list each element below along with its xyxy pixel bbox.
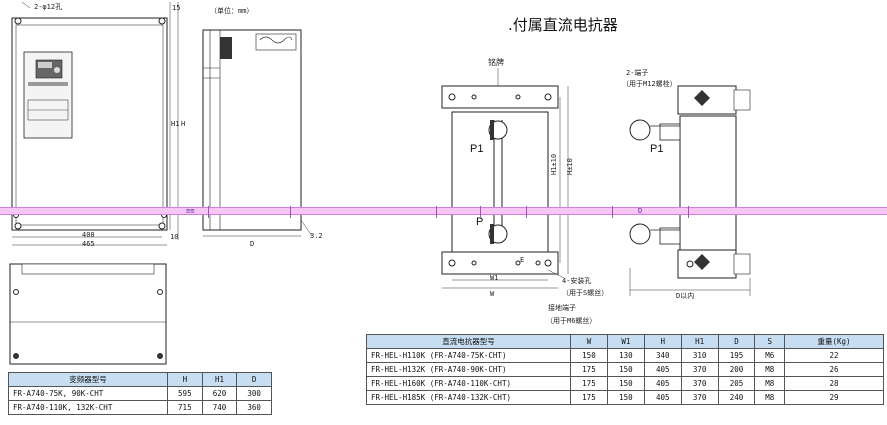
highlight-band: ≡≡ D (0, 206, 887, 218)
mount-holes-label: 4-安装孔 (562, 277, 592, 285)
dim-h1-10: H1±10 (550, 153, 558, 175)
p1-label: P1 (470, 143, 484, 155)
dim-15: 15 (172, 4, 181, 12)
reactor-h: 405 (643, 362, 682, 377)
reactor-side-view (620, 68, 760, 308)
inverter-model: FR-A740-75K, 90K-CHT (8, 386, 168, 401)
table-row: FR-HEL-H185K (FR-A740-132K-CHT) 175 150 … (366, 390, 884, 405)
mount-holes-note: （用于S螺丝） (562, 289, 609, 297)
reactor-h1: 370 (680, 362, 719, 377)
hole-label: 2-φ12孔 (34, 3, 63, 11)
reactor-w1: 150 (606, 390, 645, 405)
inverter-d: 360 (236, 400, 272, 415)
table-row: FR-HEL-H160K (FR-A740-110K-CHT) 175 150 … (366, 376, 884, 391)
reactor-header-w1: W1 (606, 334, 645, 349)
inverter-header-model: 变频器型号 (8, 372, 168, 387)
reactor-h1: 370 (680, 390, 719, 405)
reactor-d: 205 (717, 376, 756, 391)
reactor-w: 175 (570, 390, 608, 405)
reactor-weight: 26 (784, 362, 884, 377)
reactor-s: M8 (754, 376, 785, 391)
nameplate-label: 铭牌 (488, 58, 504, 67)
terminal-note: （用于M12螺栓） (622, 80, 677, 88)
e-mark: E (520, 256, 525, 264)
inverter-h1: 620 (201, 386, 238, 401)
dim-400: 400 (82, 231, 95, 239)
reactor-w: 175 (570, 362, 608, 377)
reactor-w1: 130 (606, 348, 645, 363)
reactor-h: 340 (643, 348, 682, 363)
dim-d-right: D以内 (676, 292, 695, 300)
inverter-table: 变频器型号 H H1 D FR-A740-75K, 90K-CHT 595 62… (8, 372, 272, 415)
inverter-bottom-view (8, 262, 170, 368)
unit-label: （单位：mm） (210, 7, 254, 15)
reactor-s: M8 (754, 390, 785, 405)
reactor-model: FR-HEL-H185K (FR-A740-132K-CHT) (366, 390, 571, 405)
reactor-w: 150 (570, 348, 608, 363)
table-row: FR-A740-110K, 132K-CHT 715 740 360 (8, 400, 272, 415)
p-label: P (476, 216, 484, 228)
dim-h-left: H (181, 120, 186, 128)
inverter-header-d: D (236, 372, 272, 387)
reactor-s: M8 (754, 362, 785, 377)
ground-terminal-note: （用于M6螺丝） (546, 317, 597, 325)
reactor-h1: 310 (680, 348, 719, 363)
reactor-w1: 150 (606, 376, 645, 391)
table-row: FR-HEL-H110K (FR-A740-75K-CHT) 150 130 3… (366, 348, 884, 363)
reactor-model: FR-HEL-H160K (FR-A740-110K-CHT) (366, 376, 571, 391)
reactor-w: 175 (570, 376, 608, 391)
ground-terminal-label: 接地端子 (548, 304, 576, 312)
reactor-header-weight: 重量(Kg) (784, 334, 884, 349)
highlight-mark-d: D (638, 207, 643, 215)
reactor-header-h1: H1 (680, 334, 719, 349)
reactor-weight: 29 (784, 390, 884, 405)
reactor-header-d: D (717, 334, 756, 349)
reactor-weight: 22 (784, 348, 884, 363)
dim-w1: W1 (490, 274, 499, 282)
inverter-header-h1: H1 (201, 372, 238, 387)
reactor-h1: 370 (680, 376, 719, 391)
reactor-header-s: S (754, 334, 785, 349)
table-row: FR-A740-75K, 90K-CHT 595 620 300 (8, 386, 272, 401)
reactor-h: 405 (643, 390, 682, 405)
reactor-d: 240 (717, 390, 756, 405)
inverter-h1: 740 (201, 400, 238, 415)
dim-h-10: H±10 (566, 158, 574, 175)
reactor-w1: 150 (606, 362, 645, 377)
inverter-model: FR-A740-110K, 132K-CHT (8, 400, 168, 415)
dim-10: 10 (170, 233, 179, 241)
reactor-h: 405 (643, 376, 682, 391)
dim-3-2: 3.2 (310, 232, 323, 240)
inverter-h: 595 (167, 386, 203, 401)
section-title: .付属直流电抗器 (508, 16, 618, 34)
reactor-table: 直流电抗器型号 W W1 H H1 D S 重量(Kg) FR-HEL-H110… (366, 334, 884, 405)
reactor-d: 200 (717, 362, 756, 377)
inverter-side-view (198, 10, 328, 250)
dim-h1-left: H1 (171, 120, 180, 128)
reactor-weight: 28 (784, 376, 884, 391)
inverter-h: 715 (167, 400, 203, 415)
inverter-header-h: H (167, 372, 203, 387)
p1-side-label: P1 (650, 143, 664, 155)
dim-w: W (490, 290, 495, 298)
reactor-d: 195 (717, 348, 756, 363)
inverter-d: 300 (236, 386, 272, 401)
reactor-front-view (438, 60, 588, 310)
reactor-header-w: W (570, 334, 608, 349)
highlight-mark-left: ≡≡ (186, 207, 195, 215)
dim-465: 465 (82, 240, 95, 248)
reactor-header-model: 直流电抗器型号 (366, 334, 571, 349)
terminal-label: 2-端子 (626, 69, 649, 77)
table-row: FR-HEL-H132K (FR-A740-90K-CHT) 175 150 4… (366, 362, 884, 377)
reactor-header-h: H (643, 334, 682, 349)
reactor-model: FR-HEL-H110K (FR-A740-75K-CHT) (366, 348, 571, 363)
inverter-front-view (0, 0, 200, 250)
reactor-s: M6 (754, 348, 785, 363)
dim-d-left: D (250, 240, 255, 248)
reactor-model: FR-HEL-H132K (FR-A740-90K-CHT) (366, 362, 571, 377)
